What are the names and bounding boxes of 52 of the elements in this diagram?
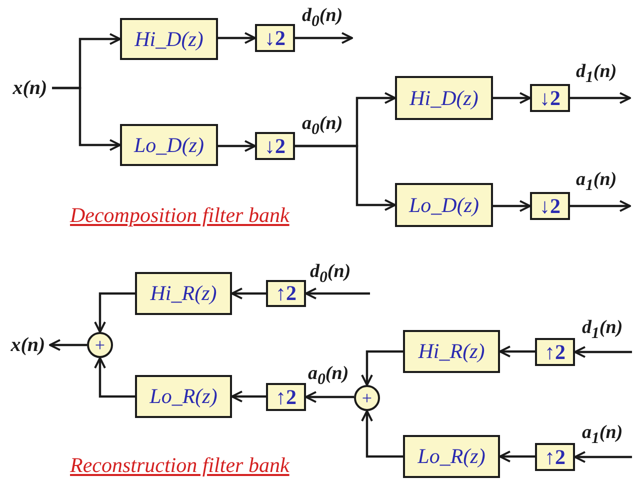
edge-label: d$_{1}$(n) — [576, 62, 617, 86]
edge-label: d$_{0}$(n) — [310, 262, 351, 286]
filter-box: Hi_D(z) — [395, 76, 493, 120]
sampler-box: ↓2 — [530, 84, 570, 112]
signal-arrow — [361, 350, 403, 386]
signal-arrow — [218, 32, 256, 44]
signal-label: x(n) — [8, 76, 52, 100]
signal-arrow — [52, 86, 121, 151]
signal-arrow — [499, 450, 535, 462]
signal-arrow — [493, 200, 531, 212]
edge-label: a$_{1}$(n) — [582, 423, 623, 448]
sampler-box: ↑2 — [266, 383, 306, 411]
signal-arrow — [218, 140, 256, 152]
sampler-box: ↑2 — [266, 280, 306, 307]
filter-box: Hi_R(z) — [135, 272, 232, 315]
signal-arrow — [94, 292, 135, 333]
section-caption: Reconstruction filter bank — [70, 453, 290, 478]
edge-label: a$_{0}$(n) — [308, 364, 349, 388]
signal-arrow — [574, 346, 632, 358]
signal-arrow — [49, 339, 87, 351]
sampler-box: ↑2 — [535, 338, 575, 366]
filter-box: Lo_R(z) — [403, 435, 500, 478]
signal-arrow — [295, 32, 353, 44]
filter-box: Hi_R(z) — [403, 330, 500, 373]
edge-label: d$_{1}$(n) — [582, 318, 623, 342]
summing-junction: + — [87, 332, 113, 358]
signal-arrow — [305, 391, 354, 403]
signal-arrow — [305, 288, 370, 300]
filter-box: Lo_R(z) — [135, 375, 232, 418]
filter-box: Hi_D(z) — [120, 18, 218, 60]
signal-arrow — [499, 346, 535, 358]
signal-arrow — [231, 288, 266, 300]
filter-box: Lo_D(z) — [120, 124, 218, 166]
edge-label: a$_{0}$(n) — [302, 114, 343, 138]
signal-arrow — [570, 92, 631, 104]
signal-arrow — [94, 357, 135, 398]
summing-junction: + — [354, 385, 380, 411]
sampler-box: ↑2 — [535, 443, 575, 471]
edge-label: d$_{0}$(n) — [302, 6, 343, 30]
filter-box: Lo_D(z) — [395, 183, 493, 227]
signal-arrow — [493, 92, 531, 104]
signal-arrow — [231, 390, 266, 402]
signal-arrow — [570, 200, 631, 212]
section-caption: Decomposition filter bank — [70, 203, 290, 228]
edge-label: a$_{1}$(n) — [576, 170, 617, 194]
sampler-box: ↓2 — [255, 132, 295, 160]
signal-arrow — [361, 410, 403, 458]
signal-label: x(n) — [6, 333, 50, 357]
sampler-box: ↓2 — [255, 24, 295, 52]
sampler-box: ↓2 — [530, 192, 570, 220]
signal-arrow — [574, 451, 632, 463]
signal-arrow — [295, 144, 396, 211]
